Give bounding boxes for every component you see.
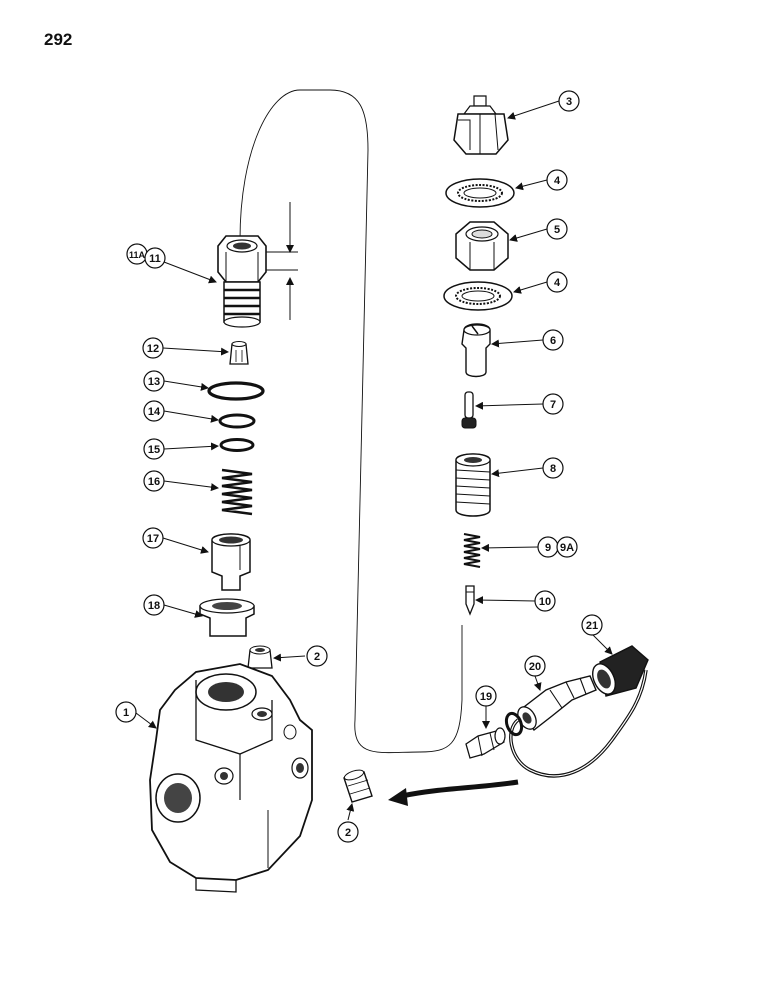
callout-4-upper: 4 — [546, 169, 568, 191]
plug-side-part — [343, 769, 373, 803]
page-number: 292 — [44, 30, 73, 49]
cap-part — [229, 341, 249, 365]
callout-15: 15 — [143, 438, 165, 460]
svg-text:4: 4 — [554, 277, 561, 289]
callout-3: 3 — [558, 90, 580, 112]
callout-18: 18 — [143, 594, 165, 616]
install-direction-arrow — [388, 779, 519, 806]
callout-16: 16 — [143, 470, 165, 492]
lock-washer-lower-part — [443, 281, 513, 311]
valve-body-part — [149, 663, 313, 893]
callout-2-top: 2 — [306, 645, 328, 667]
svg-text:6: 6 — [550, 335, 556, 347]
plug-top-part — [247, 645, 273, 669]
quick-coupler-part — [517, 675, 597, 732]
backup-ring-part — [218, 413, 256, 429]
callout-14: 14 — [143, 400, 165, 422]
svg-text:10: 10 — [539, 596, 551, 608]
o-ring-large-part — [207, 381, 265, 401]
callout-17: 17 — [142, 527, 164, 549]
callout-2-side: 2 — [337, 821, 359, 843]
threaded-seat-part — [455, 453, 491, 517]
callout-5: 5 — [546, 218, 568, 240]
svg-text:2: 2 — [314, 651, 320, 663]
svg-text:15: 15 — [148, 444, 160, 456]
svg-text:8: 8 — [550, 463, 556, 475]
callout-6: 6 — [542, 329, 564, 351]
hex-nut-part — [455, 221, 509, 271]
svg-text:19: 19 — [480, 691, 492, 703]
svg-text:18: 18 — [148, 600, 160, 612]
callout-13: 13 — [143, 370, 165, 392]
svg-text:11A: 11A — [129, 250, 146, 260]
callout-20: 20 — [524, 655, 546, 677]
svg-text:16: 16 — [148, 476, 160, 488]
svg-text:20: 20 — [529, 661, 541, 673]
callout-4-lower: 4 — [546, 271, 568, 293]
svg-text:12: 12 — [147, 343, 159, 355]
adapter-19-part — [465, 727, 506, 759]
svg-text:21: 21 — [586, 620, 598, 632]
callout-11: 11 — [144, 247, 166, 269]
assembly-guide-line — [239, 89, 463, 754]
plunger-part — [461, 323, 491, 378]
piston-part — [211, 533, 251, 591]
svg-text:1: 1 — [123, 707, 129, 719]
svg-text:9A: 9A — [560, 542, 574, 554]
lock-washer-upper-part — [445, 178, 515, 208]
svg-text:14: 14 — [148, 406, 161, 418]
callout-21: 21 — [581, 614, 603, 636]
large-spring-part — [221, 468, 253, 516]
dust-cap-part — [504, 645, 649, 778]
bushing-part — [199, 598, 255, 637]
o-ring-small-part — [219, 438, 255, 452]
relief-cartridge-part — [217, 235, 267, 328]
callout-leaders — [135, 100, 613, 821]
callout-19: 19 — [475, 685, 497, 707]
svg-text:7: 7 — [550, 399, 556, 411]
svg-text:4: 4 — [554, 175, 561, 187]
callout-12: 12 — [142, 337, 164, 359]
needle-poppet-part — [465, 585, 475, 616]
svg-text:2: 2 — [345, 827, 351, 839]
callout-7: 7 — [542, 393, 564, 415]
svg-text:13: 13 — [148, 376, 160, 388]
callout-1: 1 — [115, 701, 137, 723]
dimension-lines — [266, 202, 298, 320]
adapter-fitting-part — [453, 95, 509, 155]
callout-10: 10 — [534, 590, 556, 612]
callout-9: 9 — [537, 536, 559, 558]
small-spring-part — [463, 533, 481, 568]
svg-text:5: 5 — [554, 224, 560, 236]
svg-text:17: 17 — [147, 533, 159, 545]
callout-9a: 9A — [556, 536, 578, 558]
callout-8: 8 — [542, 457, 564, 479]
svg-text:11: 11 — [149, 253, 161, 265]
svg-text:9: 9 — [545, 542, 551, 554]
svg-text:3: 3 — [566, 96, 572, 108]
callout-11a: 11A — [126, 243, 148, 265]
pin-part — [461, 391, 477, 429]
